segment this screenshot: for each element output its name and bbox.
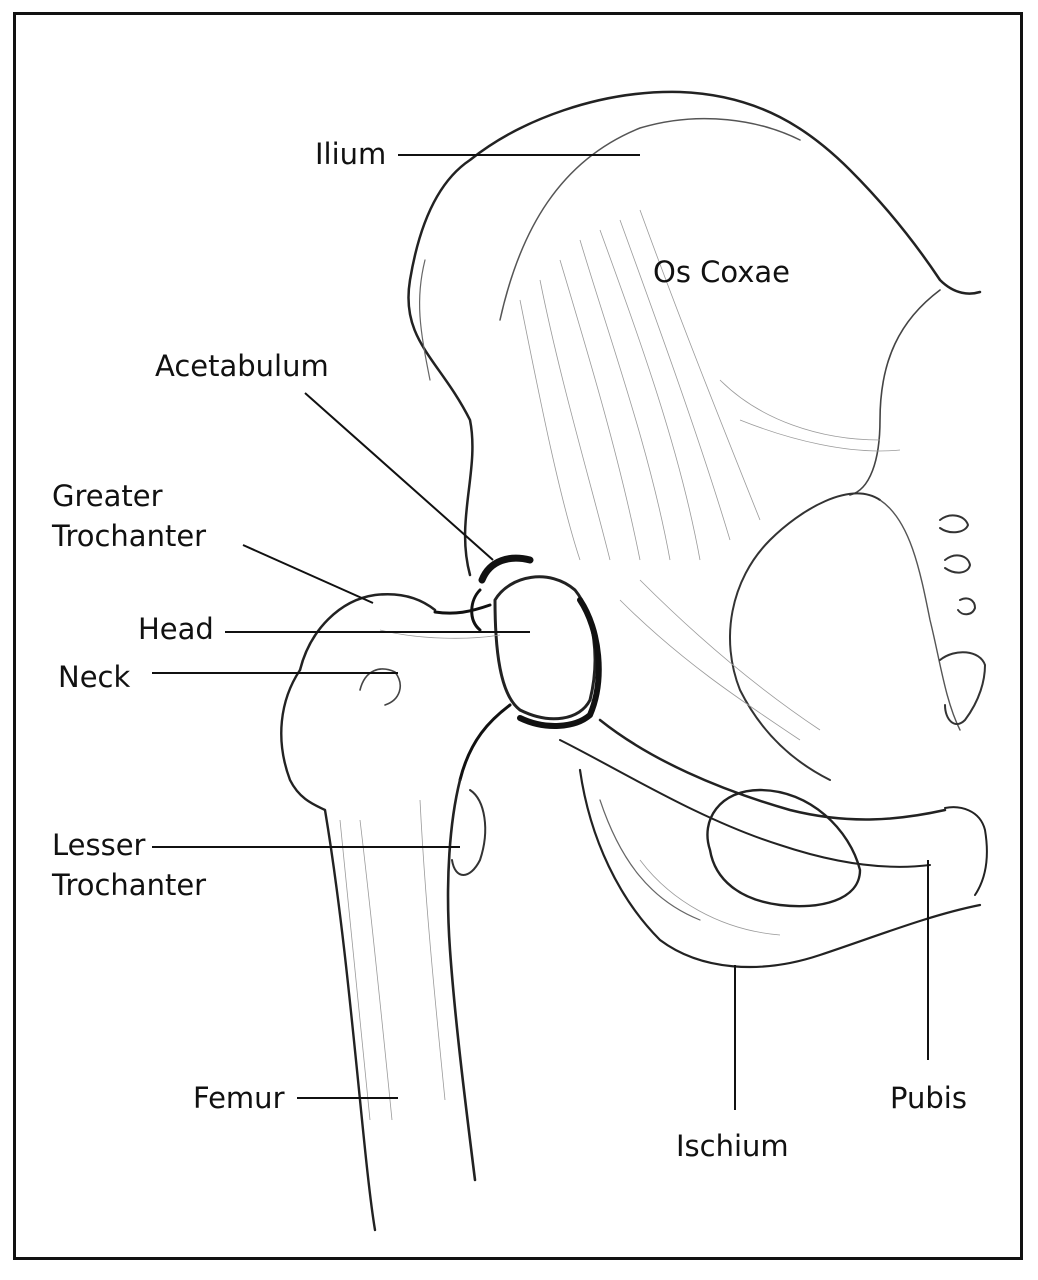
greater-trochanter xyxy=(298,593,437,672)
femur-neck-lower xyxy=(458,703,512,782)
ilium-inner-line xyxy=(499,117,801,321)
femoral-head xyxy=(493,575,597,721)
label-pubis: Pubis xyxy=(890,1081,967,1115)
pubis-end xyxy=(944,806,988,896)
shading-strokes xyxy=(339,209,901,1121)
sacrum-edge xyxy=(879,499,961,731)
femur-shaft-left xyxy=(280,668,377,1232)
label-neck: Neck xyxy=(58,660,131,694)
femur-shaft-right xyxy=(446,778,477,1182)
neck-tubercle xyxy=(359,668,401,706)
ischium-outline xyxy=(578,768,982,969)
label-lesser-trochanter-line2: Trochanter xyxy=(52,868,207,902)
pubic-ramus-lower xyxy=(559,739,931,868)
label-acetabulum: Acetabulum xyxy=(155,349,329,383)
ischium-inner xyxy=(599,799,701,921)
iliac-edge xyxy=(849,289,941,496)
pubic-ramus-upper xyxy=(598,718,947,821)
ilium-crest xyxy=(418,259,431,381)
label-head: Head xyxy=(138,612,214,646)
leader-greater-trochanter xyxy=(242,544,374,604)
label-ilium: Ilium xyxy=(315,137,387,171)
acetabulum-rim xyxy=(478,554,534,584)
label-greater-trochanter-line1: Greater xyxy=(52,479,163,513)
sacral-foramina xyxy=(939,514,986,725)
ilium-outline xyxy=(407,90,982,577)
femur-neck-upper xyxy=(433,603,492,615)
label-greater-trochanter-line2: Trochanter xyxy=(52,519,207,553)
acetabulum-shadow xyxy=(517,597,602,729)
label-ischium: Ischium xyxy=(676,1129,789,1163)
obturator-foramen xyxy=(706,788,862,908)
sciatic-notch xyxy=(729,492,881,781)
lesser-trochanter xyxy=(451,789,487,876)
diagram-frame xyxy=(13,12,1023,1260)
leader-acetabulum xyxy=(304,392,494,561)
label-lesser-trochanter-line1: Lesser xyxy=(52,828,146,862)
label-os-coxae: Os Coxae xyxy=(653,255,791,289)
label-femur: Femur xyxy=(193,1081,285,1115)
